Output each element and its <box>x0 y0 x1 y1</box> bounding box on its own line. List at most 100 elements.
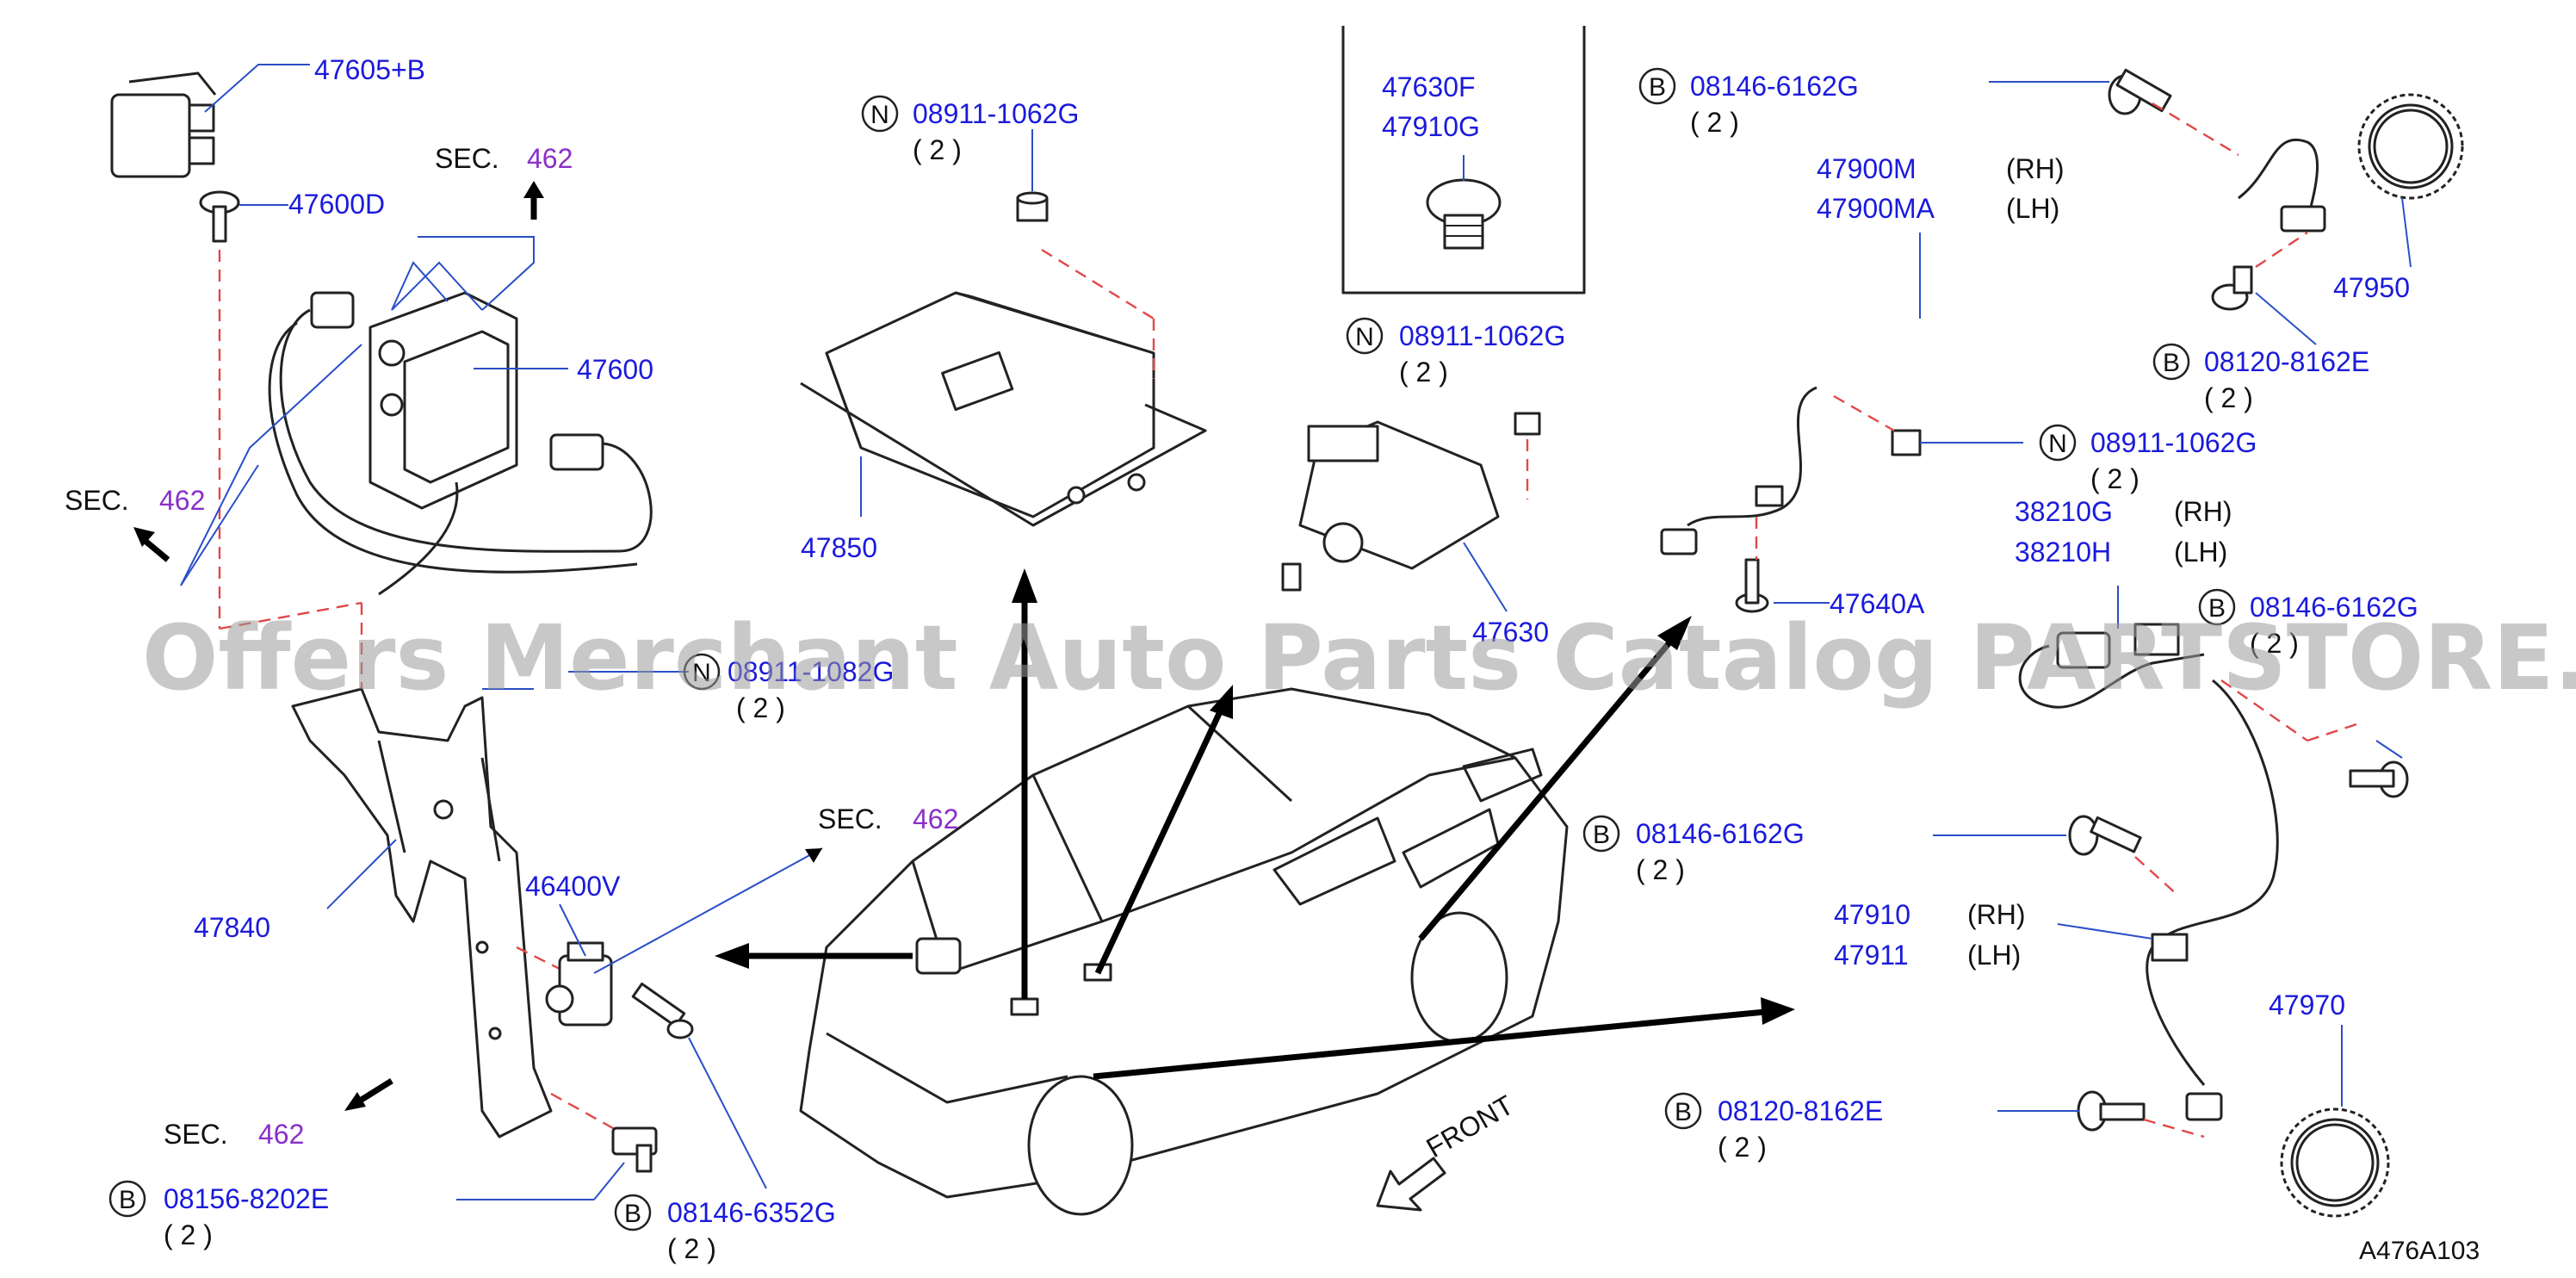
fastener-prefix: N <box>1355 323 1374 351</box>
sec-label-4: SEC. <box>164 1119 228 1150</box>
watermark-text: Offers Merchant Auto Parts Catalog PARTS… <box>142 605 2576 710</box>
vehicle-outline <box>799 687 1569 1216</box>
fastener-qty: ( 2 ) <box>736 692 785 723</box>
fastener-number: 08911-1062G <box>1399 320 1565 351</box>
rear-harness-38210g <box>2018 623 2205 709</box>
wheel-sensor-47910 <box>2146 679 2279 1121</box>
label-47900m: 47900M <box>1817 153 1917 184</box>
sensor-ring-47950 <box>2357 93 2464 200</box>
bracket-47840 <box>291 687 553 1138</box>
g-sensor-46400v <box>545 941 613 1027</box>
inset-box <box>1341 26 1586 295</box>
fastener-qty: ( 2 ) <box>2090 463 2139 494</box>
fastener-prefix: B <box>119 1186 136 1214</box>
label-47600: 47600 <box>577 354 653 385</box>
fastener-prefix: B <box>1649 73 1666 102</box>
fastener-prefix: N <box>692 659 711 687</box>
fastener-number: 08146-6162G <box>1636 818 1805 849</box>
bolt-08156-8202e <box>611 1126 658 1173</box>
label-47910g: 47910G <box>1382 111 1480 142</box>
label-47605b: 47605+B <box>314 54 425 85</box>
vehicle-arrows <box>715 568 1795 1080</box>
fastener-number: 08120-8162E <box>1718 1095 1883 1126</box>
fastener-b-5: B 08120-8162E ( 2 ) <box>1664 1092 1883 1163</box>
fastener-qty: ( 2 ) <box>667 1233 716 1264</box>
label-rh-1: (RH) <box>2006 153 2065 184</box>
fastener-b-1: B 08146-6162G ( 2 ) <box>1638 67 1859 138</box>
label-lh-3: (LH) <box>1967 940 2021 971</box>
sensor-ring-47970 <box>2280 1107 2390 1218</box>
fastener-qty: ( 2 ) <box>1690 107 1739 138</box>
fastener-prefix: B <box>2208 594 2226 623</box>
label-47911: 47911 <box>1834 940 1909 971</box>
fastener-n-1: N 08911-1062G ( 2 ) <box>861 95 1079 165</box>
bolt-08120-8162e-bottom <box>2077 1090 2146 1132</box>
label-38210g: 38210G <box>2015 496 2113 527</box>
sec-label-3: SEC. <box>818 803 882 834</box>
label-rh-3: (RH) <box>1967 899 2026 930</box>
abs-control-unit-47850 <box>800 291 1207 527</box>
sec-ref-1: 462 <box>527 143 573 174</box>
sec-arrow-right <box>805 848 822 863</box>
diagram-code: A476A103 <box>2359 1237 2480 1265</box>
sec-ref-3: 462 <box>913 803 958 834</box>
label-47970: 47970 <box>2269 990 2345 1021</box>
fastener-prefix: B <box>624 1200 641 1228</box>
fastener-b-7: B 08146-6352G ( 2 ) <box>614 1194 836 1264</box>
fastener-prefix: B <box>1593 821 1610 849</box>
bolt-08146-6352g <box>631 982 694 1039</box>
label-lh-1: (LH) <box>2006 193 2059 224</box>
fastener-prefix: N <box>2048 430 2067 458</box>
bolt-08146-6162g-mid <box>2068 815 2142 856</box>
label-47850: 47850 <box>801 532 877 563</box>
fastener-qty: ( 2 ) <box>1636 854 1685 885</box>
sec-ref-4: 462 <box>258 1119 304 1150</box>
fastener-prefix: N <box>870 101 889 129</box>
fastener-number: 08146-6162G <box>1690 71 1859 102</box>
label-46400v: 46400V <box>525 871 621 902</box>
fastener-b-4: B 08146-6162G ( 2 ) <box>1582 815 1805 885</box>
fastener-number: 08911-1062G <box>913 98 1079 129</box>
label-47630: 47630 <box>1472 617 1549 648</box>
sec-arrow-left-1 <box>133 527 170 562</box>
connector-47605b <box>110 71 217 178</box>
nut-08911-1062g-right <box>1891 429 1922 456</box>
yaw-sensor-47630 <box>1281 420 1500 592</box>
front-direction-arrow <box>1376 1157 1446 1212</box>
nut-47850 <box>1016 191 1049 222</box>
bolt-08146-6162g-top <box>2108 68 2172 115</box>
fastener-qty: ( 2 ) <box>1399 357 1448 388</box>
fastener-number: 08156-8202E <box>164 1183 329 1214</box>
fastener-b-2: B 08120-8162E ( 2 ) <box>2152 343 2369 413</box>
fastener-b-3: B 08146-6162G ( 2 ) <box>2198 588 2418 659</box>
label-47600d: 47600D <box>288 189 385 220</box>
bolt-47640a <box>1735 558 1769 613</box>
fastener-number: 08146-6162G <box>2250 592 2418 623</box>
sec-label-2: SEC. <box>65 485 129 516</box>
fastener-prefix: B <box>2163 349 2180 377</box>
fastener-qty: ( 2 ) <box>164 1219 213 1250</box>
front-label: FRONT <box>1421 1089 1519 1163</box>
fastener-number: 08120-8162E <box>2204 346 2369 377</box>
label-47840: 47840 <box>194 912 270 943</box>
label-47950: 47950 <box>2333 272 2410 303</box>
fastener-qty: ( 2 ) <box>1718 1132 1767 1163</box>
fastener-n-4: N 08911-1082G ( 2 ) <box>683 653 894 723</box>
bolt-08120-8162e-top <box>2211 265 2253 311</box>
sec-label-1: SEC. <box>435 143 499 174</box>
label-47910: 47910 <box>1834 899 1910 930</box>
bolt-08146-6162g-right-top <box>2349 760 2409 798</box>
fastener-qty: ( 2 ) <box>2250 628 2299 659</box>
fastener-prefix: B <box>1675 1098 1692 1126</box>
label-47640a: 47640A <box>1830 588 1925 619</box>
label-rh-2: (RH) <box>2174 496 2232 527</box>
fastener-b-6: B 08156-8202E ( 2 ) <box>108 1180 329 1250</box>
label-47900ma: 47900MA <box>1817 193 1935 224</box>
fastener-n-2: N 08911-1062G ( 2 ) <box>1346 317 1565 388</box>
fastener-number: 08911-1062G <box>2090 427 2257 458</box>
sec-arrow-bottom-left <box>344 1078 393 1111</box>
grommet-part <box>1426 155 1502 250</box>
fastener-n-3: N 08911-1062G ( 2 ) <box>2039 424 2257 494</box>
